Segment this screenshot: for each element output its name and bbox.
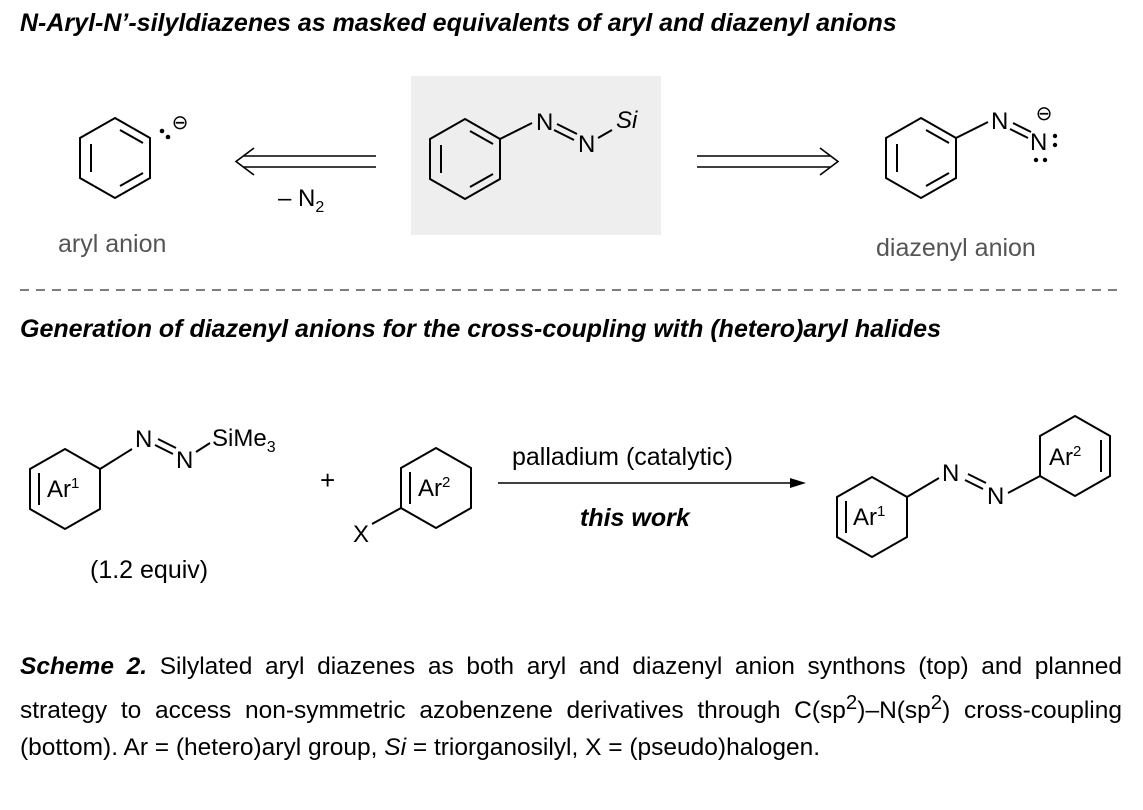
caption-text: Silylated aryl diazenes as both aryl and… (20, 653, 1122, 725)
lone-pair-dot (165, 134, 171, 140)
loss-of-n2-arrow (234, 147, 376, 176)
lone-pair-dot (159, 128, 165, 134)
caption-text: = triorganosilyl, X = (pseudo)halogen. (406, 734, 821, 762)
equiv-label: (1.2 equiv) (90, 556, 208, 584)
plus-sign: + (320, 465, 335, 495)
arrow-label-minus-n2: – N2 (278, 185, 324, 216)
lone-pair-dot (1052, 133, 1058, 139)
halide-x: X (353, 521, 369, 548)
scheme-graphic: ⊖ – N2 N N Si N N ⊖ (20, 76, 1122, 584)
highlight-box (411, 76, 661, 235)
ar1-label: Ar1 (853, 503, 885, 531)
caption-text: )–N(sp (857, 697, 931, 725)
atom-n: N (1030, 129, 1047, 156)
atom-si: Si (616, 107, 638, 134)
lone-pair-dot (1052, 142, 1058, 148)
ar1-label: Ar1 (47, 475, 79, 503)
silyldiazene-structure (429, 117, 613, 201)
generation-arrow (697, 147, 840, 176)
this-work-label: this work (580, 504, 691, 532)
atom-n: N (991, 108, 1008, 135)
lone-pair-dot (1033, 157, 1039, 163)
atom-n: N (578, 131, 595, 158)
caption-label: Scheme 2. (20, 653, 148, 680)
sime3-group: SiMe3 (212, 425, 276, 456)
atom-n: N (135, 426, 152, 453)
atom-n: N (942, 460, 959, 487)
atom-n: N (536, 109, 553, 136)
reaction-arrow-head (790, 478, 806, 488)
catalyst-label: palladium (catalytic) (512, 443, 733, 471)
negative-charge: ⊖ (172, 112, 189, 134)
negative-charge: ⊖ (1036, 103, 1053, 125)
atom-n: N (176, 447, 193, 474)
atom-n: N (987, 483, 1004, 510)
aryl-halide-structure (371, 446, 472, 530)
top-section-title: N-Aryl-N’-silyldiazenes as masked equiva… (20, 9, 897, 37)
azobenzene-product-structure (836, 414, 1111, 559)
ar2-label: Ar2 (418, 474, 450, 502)
diazenyl-anion-label: diazenyl anion (876, 234, 1036, 262)
diazenyl-anion-structure (885, 116, 1032, 200)
caption-superscript: 2 (930, 692, 943, 714)
caption-superscript: 2 (845, 692, 858, 714)
caption-si: Si (384, 734, 407, 762)
ar2-label: Ar2 (1049, 443, 1081, 471)
caption-text: ) cross-coupling (bottom). Ar = (hetero)… (20, 697, 1122, 762)
aryl-anion-label: aryl anion (58, 230, 166, 258)
bottom-section-title: Generation of diazenyl anions for the cr… (20, 315, 941, 343)
lone-pair-dot (1042, 157, 1048, 163)
aryl-anion-structure (79, 116, 151, 200)
ar1-silyldiazene-structure (29, 438, 211, 531)
scheme-caption: Scheme 2. Silylated aryl diazenes as bot… (20, 648, 1122, 766)
